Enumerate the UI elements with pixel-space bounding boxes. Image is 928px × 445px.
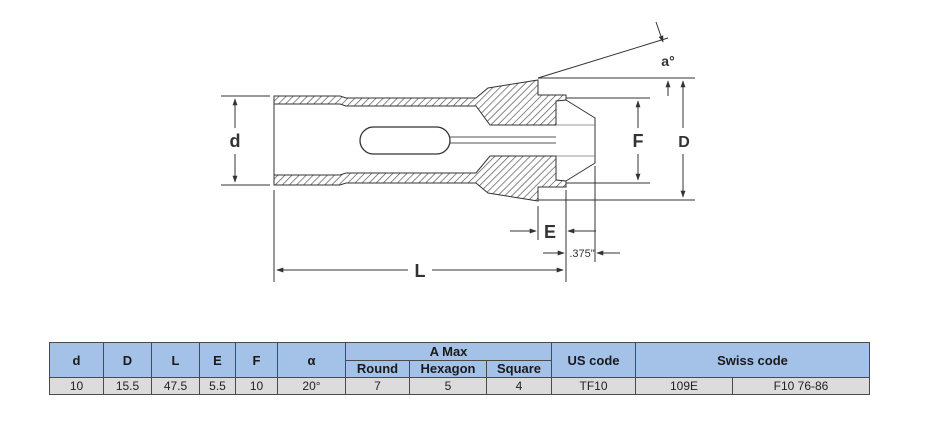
header-square: Square: [486, 359, 552, 378]
table-row: 10 15.5 47.5 5.5 10 20° 7 5 4 TF10 109E …: [49, 377, 870, 395]
label-E: E: [544, 222, 556, 242]
header-swiss-code: Swiss code: [635, 342, 870, 378]
header-a-max: A Max: [345, 342, 552, 361]
collet-top-wall: [273, 79, 567, 126]
header-F: F: [235, 342, 278, 378]
collet-spec-table: d D L E F α A Max US code Swiss code Rou…: [49, 342, 870, 395]
cell-square: 4: [486, 377, 552, 395]
cell-d: 10: [49, 377, 104, 395]
cell-swiss-code-2: F10 76-86: [732, 377, 870, 395]
header-D: D: [103, 342, 152, 378]
collet-body: [273, 79, 596, 202]
header-round: Round: [345, 359, 410, 378]
label-d: d: [230, 131, 241, 151]
label-L: L: [415, 261, 426, 281]
label-offset: .375": [569, 248, 594, 260]
cell-E: 5.5: [199, 377, 236, 395]
header-hexagon: Hexagon: [409, 359, 487, 378]
cell-us-code: TF10: [551, 377, 636, 395]
collet-technical-drawing: d F D L E a° .375": [221, 21, 695, 282]
cell-L: 47.5: [151, 377, 200, 395]
cell-alpha: 20°: [277, 377, 346, 395]
cell-hexagon: 5: [409, 377, 487, 395]
label-F: F: [633, 131, 644, 151]
cell-F: 10: [235, 377, 278, 395]
header-alpha: α: [277, 342, 346, 378]
dimension-arrows: [232, 21, 686, 273]
label-angle: a°: [661, 53, 674, 69]
cell-swiss-code-1: 109E: [635, 377, 733, 395]
collet-slot: [359, 126, 451, 155]
extension-lines: [221, 37, 695, 282]
collet-bottom-wall: [273, 155, 567, 202]
cell-round: 7: [345, 377, 410, 395]
header-E: E: [199, 342, 236, 378]
header-L: L: [151, 342, 200, 378]
header-d: d: [49, 342, 104, 378]
cell-D: 15.5: [103, 377, 152, 395]
header-us-code: US code: [551, 342, 636, 378]
label-D: D: [678, 134, 690, 151]
